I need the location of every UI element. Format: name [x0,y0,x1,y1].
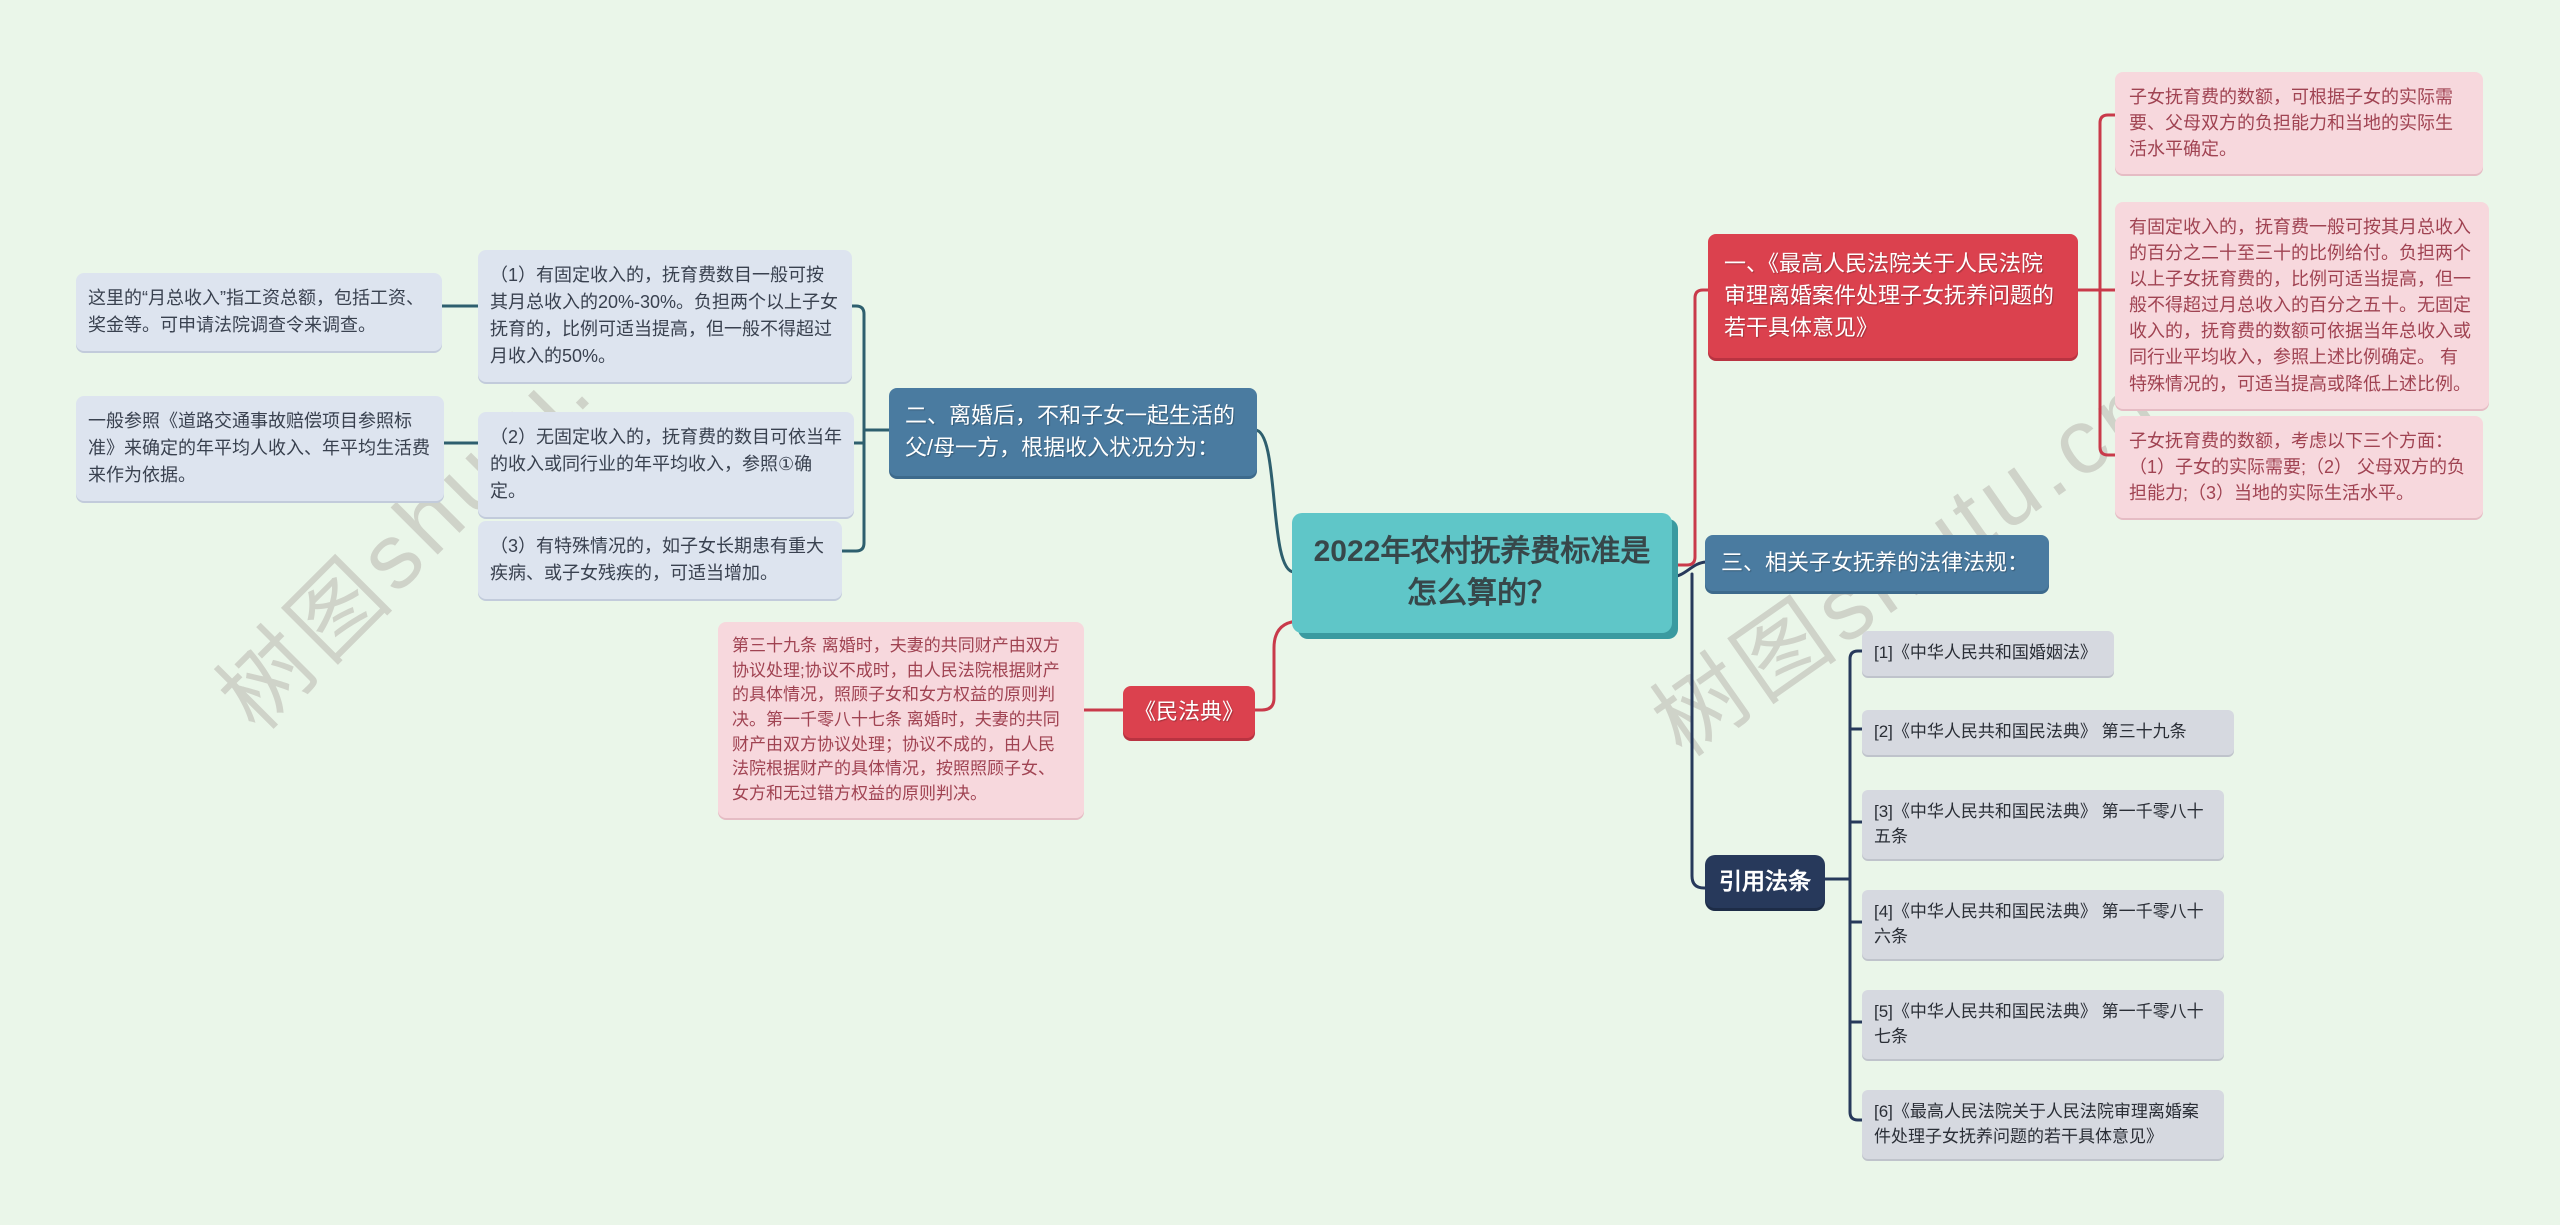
law-item-3[interactable]: [3]《中华人民共和国民法典》 第一千零八十五条 [1862,790,2224,860]
minfadian-node[interactable]: 《民法典》 [1123,686,1255,738]
branch1-item-3[interactable]: 子女抚育费的数额，考虑以下三个方面：（1）子女的实际需要;（2） 父母双方的负担… [2115,416,2483,519]
branch3-node[interactable]: 三、相关子女抚养的法律法规： [1705,535,2049,591]
central-topic-node[interactable]: 2022年农村抚养费标准是怎么算的？ [1292,513,1672,633]
red-branch-connectors [1081,113,2117,712]
branch2-item-3[interactable]: （3）有特殊情况的，如子女长期患有重大疾病、或子女残疾的，可适当增加。 [478,521,842,599]
branch1-item-2[interactable]: 有固定收入的，抚育费一般可按其月总收入的百分之二十至三十的比例给付。负担两个以上… [2115,202,2489,409]
law-item-6[interactable]: [6]《最高人民法院关于人民法院审理离婚案件处理子女抚养问题的若干具体意见》 [1862,1090,2224,1160]
branch2-note-standard[interactable]: 一般参照《道路交通事故赔偿项目参照标准》来确定的年平均人收入、年平均生活费来作为… [76,396,444,501]
law-item-2[interactable]: [2]《中华人民共和国民法典》 第三十九条 [1862,710,2234,755]
branch2-node[interactable]: 二、离婚后，不和子女一起生活的父/母一方，根据收入状况分为： [889,388,1257,476]
left-branch-connectors [438,304,1296,574]
branch2-item-1[interactable]: （1）有固定收入的，抚育费数目一般可按其月总收入的20%-30%。负担两个以上子… [478,250,852,382]
branch1-item-1[interactable]: 子女抚育费的数额，可根据子女的实际需要、父母双方的负担能力和当地的实际生活水平确… [2115,72,2483,175]
branch2-note-income[interactable]: 这里的“月总收入”指工资总额，包括工资、奖金等。可申请法院调查令来调查。 [76,273,442,351]
minfadian-detail[interactable]: 第三十九条 离婚时，夫妻的共同财产由双方协议处理;协议不成时，由人民法院根据财产… [718,622,1084,819]
cited-laws-node[interactable]: 引用法条 [1705,855,1825,909]
branch2-item-2[interactable]: （2）无固定收入的，抚育费的数目可依当年的收入或同行业的年平均收入，参照①确定。 [478,412,854,517]
law-item-4[interactable]: [4]《中华人民共和国民法典》 第一千零八十六条 [1862,890,2224,960]
branch1-node[interactable]: 一、《最高人民法院关于人民法院审理离婚案件处理子女抚养问题的若干具体意见》 [1708,234,2078,358]
law-item-1[interactable]: [1]《中华人民共和国婚姻法》 [1862,631,2114,676]
law-branch-connectors [1668,560,1864,1122]
law-item-5[interactable]: [5]《中华人民共和国民法典》 第一千零八十七条 [1862,990,2224,1060]
